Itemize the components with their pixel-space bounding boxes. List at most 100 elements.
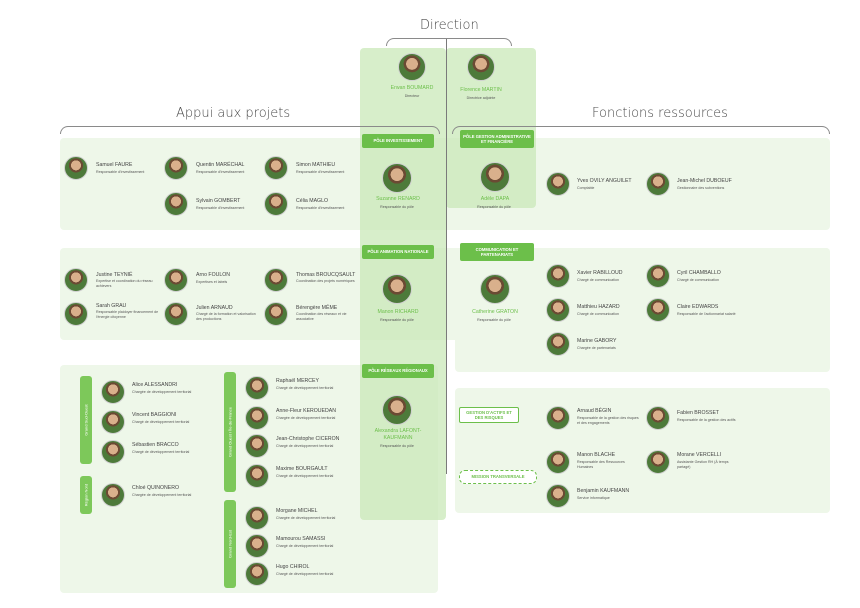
person-role: Chargé de développement territorial <box>276 544 334 548</box>
gestion-actifs-tag: GESTION D'ACTIFS ET DES RISQUES <box>459 407 519 423</box>
person-name: Julien ARNAUD <box>196 305 233 311</box>
person-role: Responsable d'investissement <box>296 206 345 210</box>
avatar <box>646 264 670 288</box>
person-role: Chargé de développement territorial <box>132 450 190 454</box>
person-name: Sylvain GOMBERT <box>196 198 241 204</box>
avatar <box>245 506 269 530</box>
person-name: Mamourou SAMASSI <box>276 536 326 542</box>
person-role: Responsable d'investissement <box>296 170 345 174</box>
avatar <box>245 464 269 488</box>
region-tab-3: Région Nord <box>80 476 92 514</box>
pole-communication-tag: COMMUNICATION ET PARTENARIATS <box>460 243 534 261</box>
person-name: Florence MARTIN <box>460 87 502 93</box>
person-role: Chargée de développement territorial <box>276 516 336 520</box>
region-label: Grand Ouest / Île-de-France <box>227 406 233 458</box>
person-role: Coordination des projets numériques <box>296 279 355 283</box>
person-name: Jean-Christophe CICERON <box>276 436 340 442</box>
avatar <box>64 156 88 180</box>
person-role: Chargé de communication <box>677 278 719 282</box>
region-tab-2: Grand Ouest / Île-de-France <box>224 372 236 492</box>
person-role: Responsable plaidoyer financement de l'é… <box>96 310 159 319</box>
region-label: Grand Sud-Ouest <box>83 404 89 436</box>
person-role: Coordination des réseaux et vie associat… <box>296 312 347 321</box>
avatar <box>546 450 570 474</box>
person-name: Thomas BROUCQSAULT <box>296 272 356 278</box>
person-name: Morgane MICHEL <box>276 508 318 514</box>
person-role: Assistante Gestion RH (À temps partagé) <box>677 460 729 469</box>
person-role: Directrice adjointe <box>466 96 496 100</box>
person-role: Chargé de développement territorial <box>276 386 334 390</box>
person-name: Raphaël MERCEY <box>276 378 319 384</box>
avatar <box>646 298 670 322</box>
avatar <box>382 274 412 304</box>
person-role: Chargé de développement territorial <box>276 572 334 576</box>
pole-investissement-tag: PÔLE INVESTISSEMENT <box>362 134 434 148</box>
person-name: Hugo CHIROL <box>276 564 310 570</box>
avatar <box>245 434 269 458</box>
person-name: Sarah GRAU <box>96 303 127 309</box>
avatar <box>546 484 570 508</box>
avatar <box>64 302 88 326</box>
person-role: Responsable du pôle <box>477 318 511 322</box>
person-role: Expertises et labels <box>196 280 228 284</box>
person-role: Responsable du pôle <box>477 205 511 209</box>
avatar <box>382 395 412 425</box>
avatar <box>101 483 125 507</box>
person-name: Quentin MARÉCHAL <box>196 162 245 168</box>
person-role: Service informatique <box>577 496 610 500</box>
avatar <box>646 172 670 196</box>
person-name: Célia MAGLO <box>296 198 328 204</box>
person-role: Chargée de partenariats <box>577 346 616 350</box>
person-role: Chargé de développement territorial <box>276 474 334 478</box>
person-role: Expertise et coordination du réseau achi… <box>96 279 153 288</box>
avatar <box>101 410 125 434</box>
avatar <box>264 156 288 180</box>
person-role: Chargée de développement territorial <box>132 390 192 394</box>
avatar <box>164 268 188 292</box>
person-role: Responsable des Ressources Humaines <box>577 460 625 469</box>
person-name: Xavier RABILLOUD <box>577 270 623 276</box>
region-tab-4: Grand Nord-Est <box>224 500 236 588</box>
person-role: Responsable d'investissement <box>196 206 245 210</box>
person-name: Anne-Fleur KEROUEDAN <box>276 408 336 414</box>
person-name: Justine TEYNIÉ <box>96 272 133 278</box>
region-tab-1: Grand Sud-Ouest <box>80 376 92 464</box>
avatar <box>164 302 188 326</box>
pole-animation-tag: PÔLE ANIMATION NATIONALE <box>362 245 434 259</box>
avatar <box>264 268 288 292</box>
avatar <box>480 274 510 304</box>
avatar <box>546 264 570 288</box>
person-role: Chargée de développement territorial <box>276 416 336 420</box>
region-label: Grand Nord-Est <box>227 529 233 559</box>
person-name: Catherine GRATON <box>472 309 518 315</box>
person-name: Arnaud BÉGIN <box>577 408 612 414</box>
person-role: Chargée de développement territorial <box>132 493 192 497</box>
avatar <box>546 332 570 356</box>
person-name: Suzanne RENARD <box>376 196 420 202</box>
region-label: Région Nord <box>83 483 89 507</box>
person-name: Maxime BOURGAULT <box>276 466 328 472</box>
person-name: Marine GABORY <box>577 338 617 344</box>
avatar <box>101 440 125 464</box>
heading-fonctions: Fonctions ressources <box>592 106 728 121</box>
person-role: Responsable du pôle <box>380 318 414 322</box>
person-name: Matthieu HAZARD <box>577 304 620 310</box>
pole-reseaux-tag: PÔLE RÉSEAUX RÉGIONAUX <box>362 364 434 378</box>
avatar <box>646 450 670 474</box>
person-name: Simon MATHIEU <box>296 162 336 168</box>
person-role: Responsable de la gestion des actifs <box>677 418 736 422</box>
person-role: Chargé de communication <box>577 312 619 316</box>
bracket-direction <box>386 38 512 46</box>
avatar <box>546 406 570 430</box>
person-role: Chargé de la formation et valorisation d… <box>196 312 256 321</box>
avatar <box>164 192 188 216</box>
avatar <box>467 53 495 81</box>
mission-transversale-tag: MISSION TRANSVERSALE <box>459 470 537 484</box>
avatar <box>164 156 188 180</box>
avatar <box>546 298 570 322</box>
person-name: Benjamin KAUFMANN <box>577 488 630 494</box>
person-name: Manon RICHARD <box>377 309 419 315</box>
person-name: Arno FOULON <box>196 272 231 278</box>
avatar <box>546 172 570 196</box>
person-name: Samuel FAURE <box>96 162 133 168</box>
